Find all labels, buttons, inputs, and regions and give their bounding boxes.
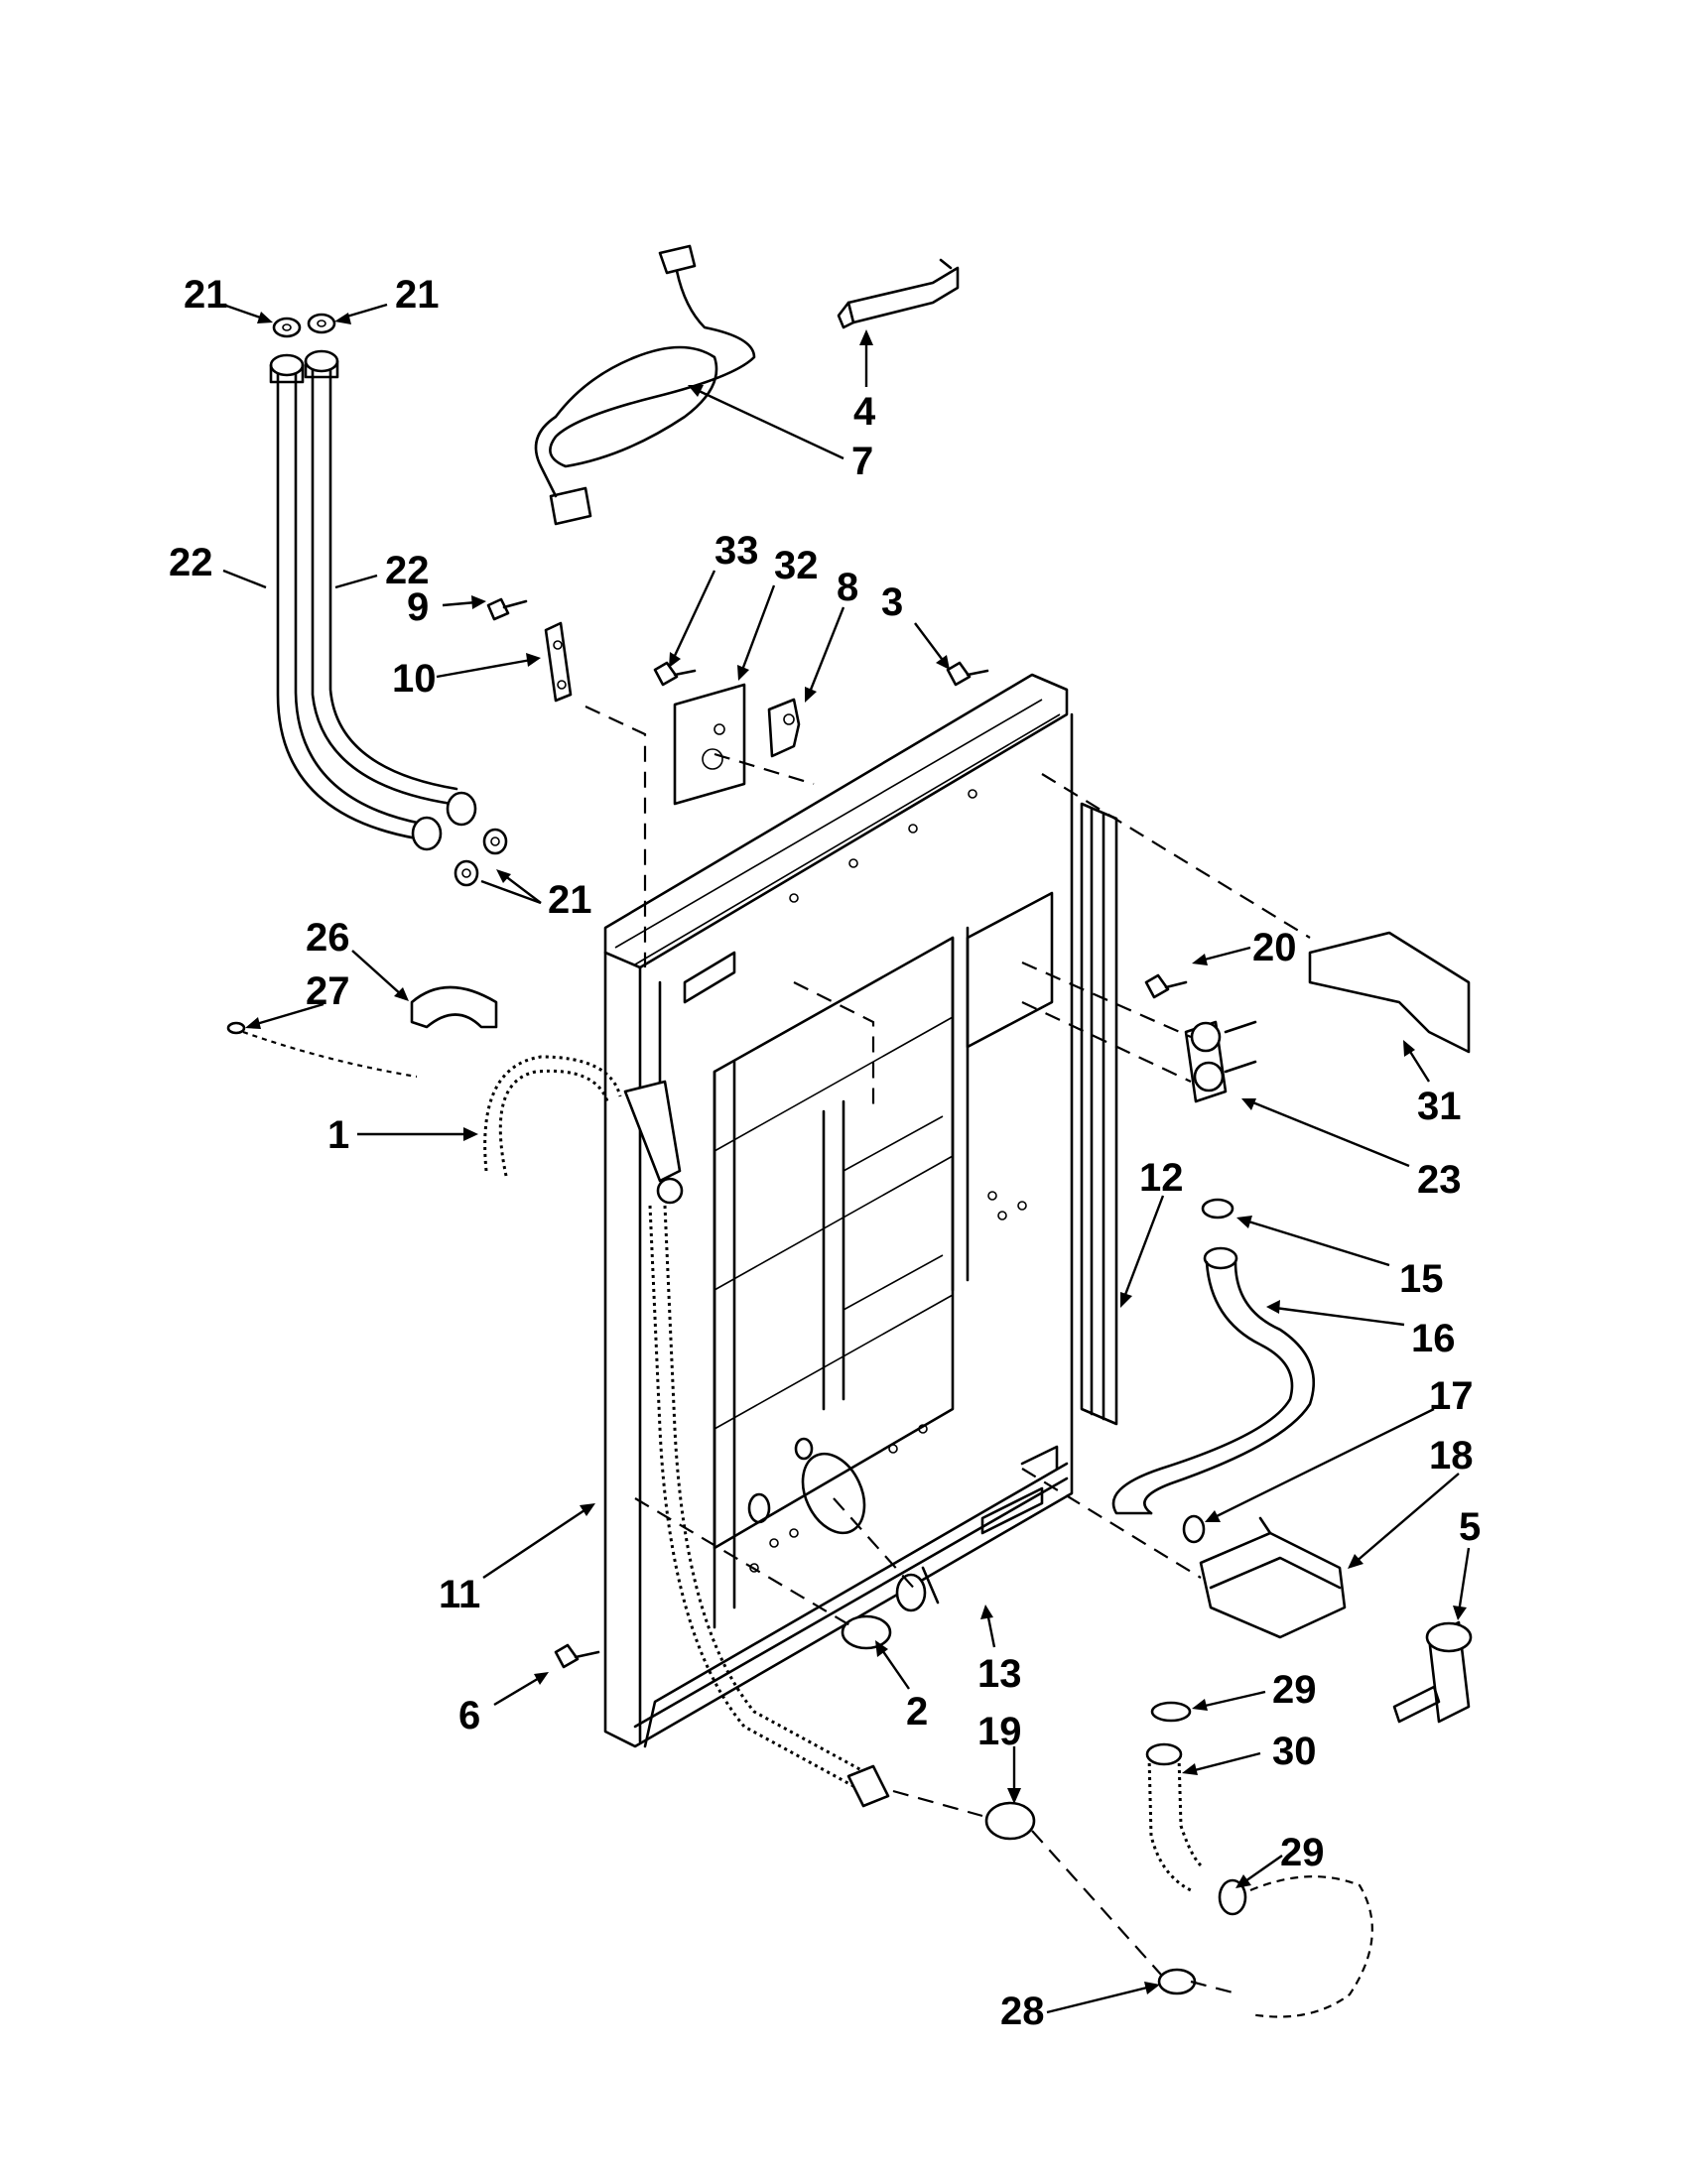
callout-33: 33 <box>714 529 759 573</box>
callout-2: 2 <box>906 1690 928 1734</box>
inlet-hoses <box>269 349 477 851</box>
leader-lines <box>222 303 1471 2014</box>
callout-21: 21 <box>395 273 440 317</box>
callout-23: 23 <box>1417 1158 1462 1202</box>
callout-1: 1 <box>327 1113 349 1157</box>
cord-bracket <box>837 258 960 329</box>
callout-20: 20 <box>1252 926 1297 969</box>
callout-26: 26 <box>306 916 350 960</box>
callout-31: 31 <box>1417 1085 1462 1128</box>
callout-7: 7 <box>851 440 873 483</box>
washers <box>272 313 508 887</box>
callout-17: 17 <box>1429 1374 1474 1418</box>
mounting-plate <box>673 683 801 806</box>
callout-8: 8 <box>837 566 858 609</box>
hose-clip <box>226 985 498 1079</box>
drain-hose <box>483 1055 890 1808</box>
callout-30: 30 <box>1272 1730 1317 1773</box>
callout-21: 21 <box>548 878 592 922</box>
callout-13: 13 <box>977 1652 1022 1696</box>
callout-29: 29 <box>1280 1831 1325 1874</box>
callout-28: 28 <box>1000 1990 1045 2033</box>
screws <box>554 661 1188 1669</box>
dispenser <box>1199 1516 1347 1639</box>
callout-29: 29 <box>1272 1668 1317 1712</box>
drain-fittings <box>841 1566 940 1650</box>
callout-9: 9 <box>407 585 429 629</box>
callout-15: 15 <box>1399 1257 1444 1301</box>
callout-21: 21 <box>184 273 228 317</box>
callout-22: 22 <box>169 541 213 584</box>
callout-32: 32 <box>774 544 819 587</box>
callout-11: 11 <box>439 1573 480 1616</box>
callout-6: 6 <box>458 1694 480 1737</box>
callout-18: 18 <box>1429 1434 1474 1477</box>
power-cord <box>534 244 756 526</box>
alignment-lines <box>584 706 1311 1996</box>
rear-panel <box>603 673 1118 1748</box>
callout-27: 27 <box>306 969 350 1013</box>
callout-12: 12 <box>1139 1156 1184 1200</box>
screw-and-clip <box>486 597 573 703</box>
callout-22: 22 <box>385 549 430 592</box>
callout-19: 19 <box>977 1710 1022 1753</box>
pump <box>1392 1620 1473 1724</box>
callout-numbers: 21 21 21 22 22 4 7 9 10 33 32 8 3 26 27 … <box>169 273 1481 2033</box>
callout-5: 5 <box>1459 1505 1481 1549</box>
water-valve <box>1184 931 1471 1103</box>
callout-10: 10 <box>392 657 437 701</box>
lower-hose-parts <box>984 1701 1373 2018</box>
fill-hose <box>1111 1198 1315 1544</box>
callout-4: 4 <box>853 390 876 434</box>
callout-3: 3 <box>881 580 903 624</box>
callout-16: 16 <box>1411 1317 1456 1360</box>
